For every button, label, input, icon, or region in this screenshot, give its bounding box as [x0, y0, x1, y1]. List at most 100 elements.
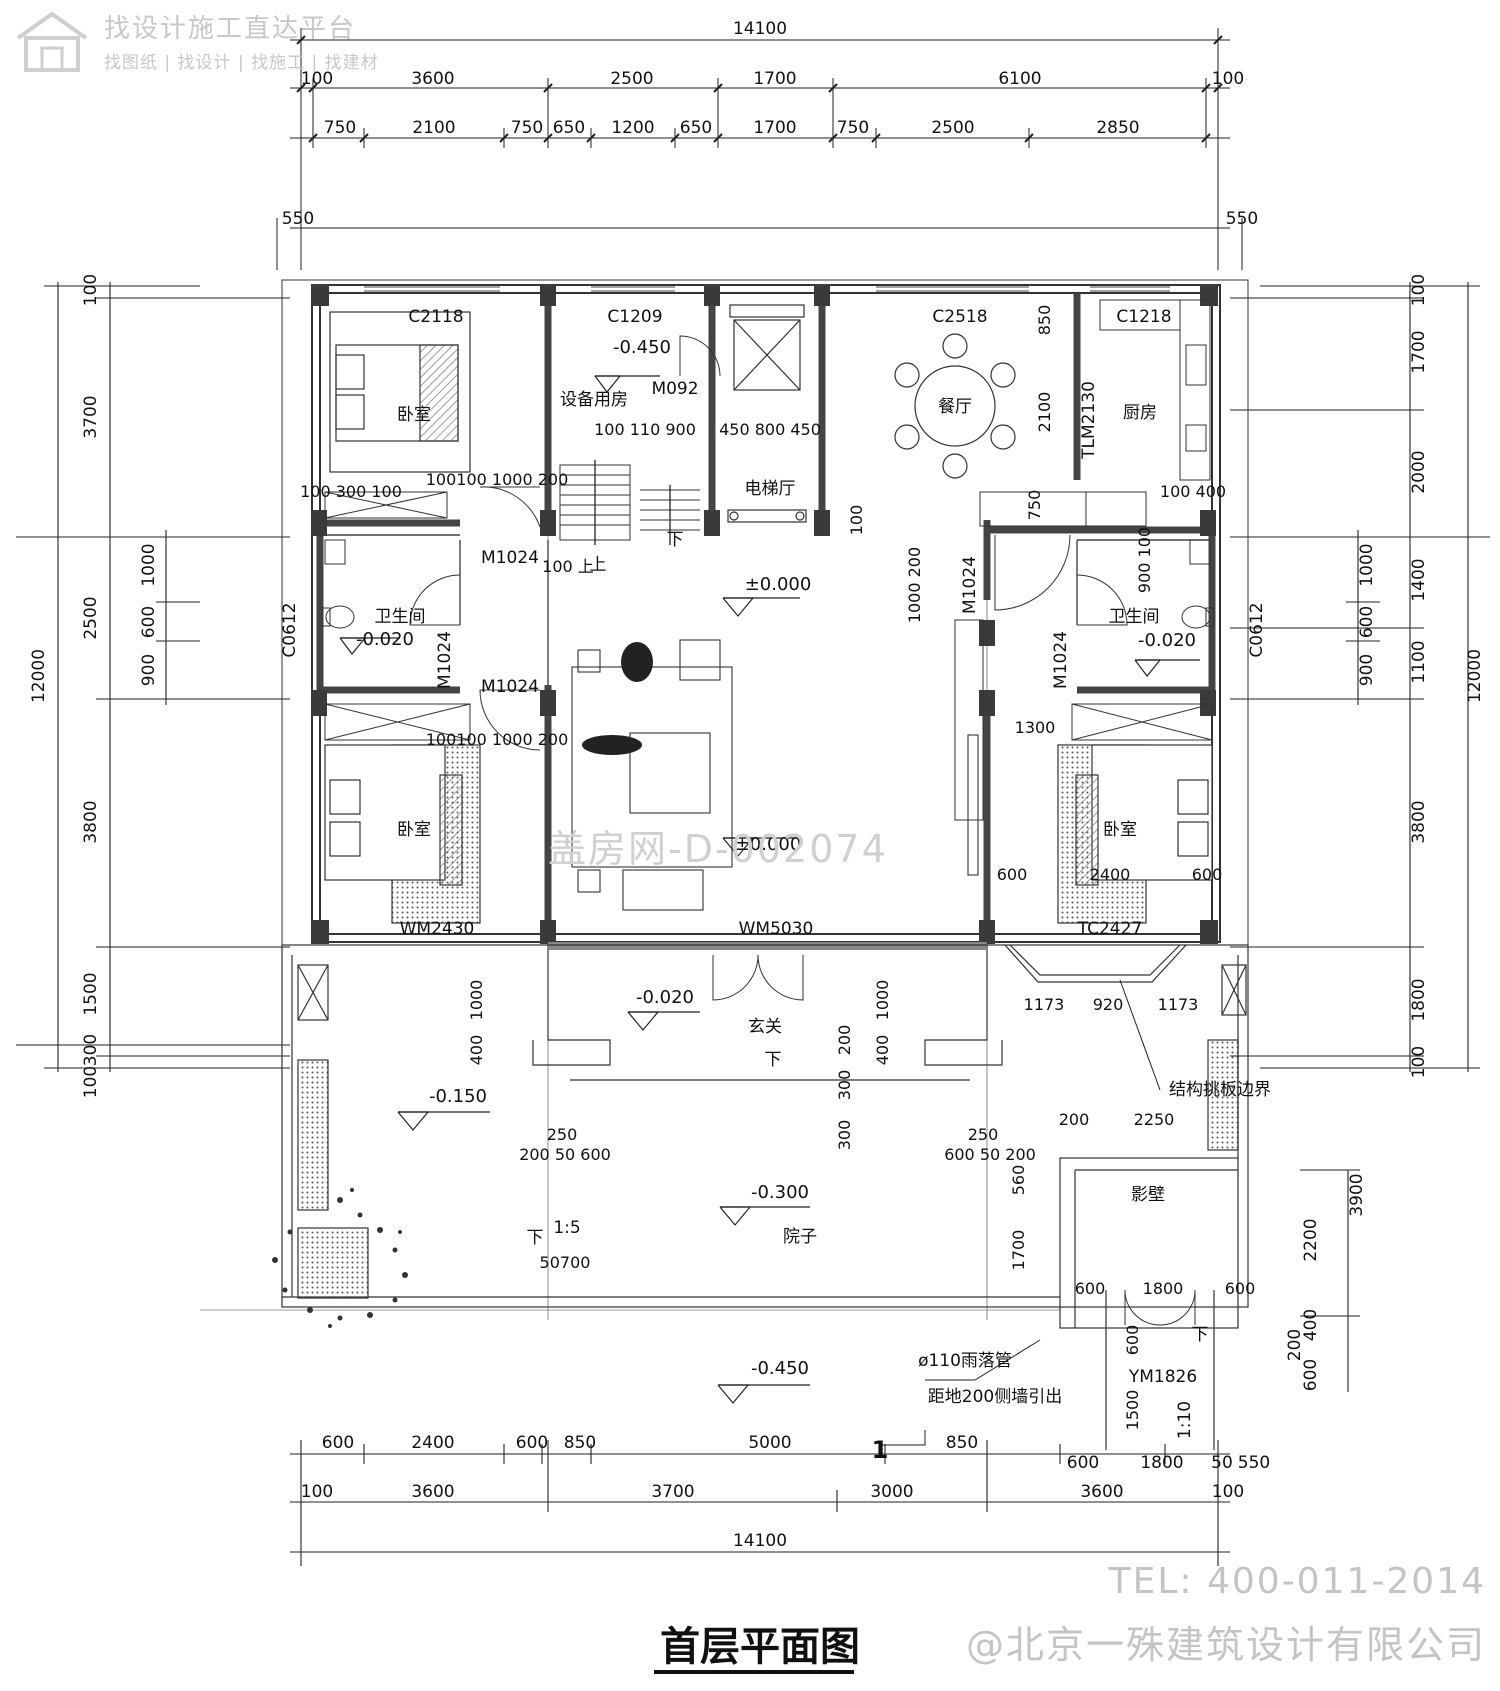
- label-m092: M092: [651, 379, 698, 399]
- dim-left-total: 12000: [29, 649, 49, 703]
- dim-inner-22: 400: [873, 1035, 892, 1066]
- dim-bot-r2-5: 100: [1212, 1482, 1244, 1502]
- bed-se: [1057, 744, 1213, 924]
- column: [979, 620, 995, 646]
- dim-inner-12: 2400: [1090, 865, 1131, 884]
- watermark-sub: 找图纸 | 找设计 | 找施工 | 找建材: [104, 53, 379, 73]
- level-markers: [339, 375, 1200, 1404]
- dim-inner-4: 450 800 450: [719, 420, 821, 439]
- dim-right-b-3: 200: [1285, 1329, 1305, 1361]
- toilets: [321, 539, 1215, 629]
- porch: [532, 942, 1187, 1081]
- dim-bot-total: 14100: [733, 1531, 787, 1551]
- dim-top-r2-8: 2500: [931, 118, 974, 138]
- dim-inner-30: 560: [1009, 1165, 1028, 1196]
- left-dim-texts: 12000 100 3700 2500 3800 1500 300 100 10…: [29, 274, 159, 1098]
- dim-left-r1-3: 3800: [81, 800, 101, 843]
- label-c2118: C2118: [408, 307, 463, 327]
- column: [704, 284, 720, 306]
- dim-top-r1-4: 6100: [998, 69, 1041, 89]
- dim-top-r2-6: 1700: [753, 118, 796, 138]
- dim-top-total: 14100: [733, 19, 787, 39]
- label-c2518: C2518: [932, 307, 987, 327]
- dim-right-r1-2: 2000: [1409, 450, 1429, 493]
- dining-table: [894, 333, 1016, 479]
- dim-right-r1-5: 3800: [1409, 800, 1429, 843]
- opening-labels: C2118 C1209 C2518 C1218 M092 TLM2130 M10…: [280, 307, 1267, 1387]
- room-elevator-hall: 电梯厅: [745, 479, 796, 499]
- dim-top-r1-0: 100: [301, 69, 333, 89]
- dim-top-r2-3: 650: [553, 118, 585, 138]
- house-logo-icon: [16, 11, 88, 72]
- bed-nw: [329, 311, 471, 473]
- room-kitchen: 厨房: [1123, 403, 1157, 423]
- dim-inner-11: 600: [997, 865, 1028, 884]
- room-bed-se: 卧室: [1103, 820, 1137, 840]
- dim-bot-r2-4: 3600: [1080, 1482, 1123, 1502]
- dim-bot-r1-1: 2400: [411, 1433, 454, 1453]
- dim-inner-7: 100 上: [542, 557, 594, 576]
- dim-right-b-1: 2200: [1301, 1218, 1321, 1261]
- note-gate-down: 下: [1192, 1325, 1209, 1345]
- column: [540, 690, 556, 716]
- dim-inner-21: 1000: [873, 980, 892, 1021]
- label-c0612-e: C0612: [1247, 602, 1267, 657]
- watermark-brand: 找设计施工直达平台: [104, 14, 357, 44]
- top-windows: [364, 286, 1170, 292]
- label-c1209: C1209: [607, 307, 662, 327]
- dim-left-r1-0: 100: [81, 274, 101, 306]
- dim-inner-28: 250: [968, 1125, 999, 1144]
- dim-bot-r1-7: 1800: [1140, 1453, 1183, 1473]
- dim-right-b-0: 3900: [1347, 1173, 1367, 1216]
- dim-top-550-right: 550: [1226, 209, 1258, 229]
- dim-top-r1-1: 3600: [411, 69, 454, 89]
- level-foyer: -0.020: [636, 987, 694, 1008]
- footer-company: @北京一殊建筑设计有限公司: [965, 1623, 1486, 1667]
- dim-inner-37: 50700: [540, 1253, 591, 1272]
- dim-inner-6: 100100 1000 200: [426, 730, 569, 749]
- dim-right-r1-7: 100: [1409, 1046, 1429, 1078]
- kitchen-counter: [1099, 299, 1211, 481]
- column: [979, 920, 995, 944]
- column: [540, 920, 556, 944]
- level-yard: -0.300: [751, 1182, 809, 1203]
- dim-left-r1-2: 2500: [81, 596, 101, 639]
- dim-bot-r1-3: 850: [564, 1433, 596, 1453]
- dim-bot-r1-8: 50: [1211, 1453, 1233, 1473]
- dim-inner-15: 920: [1093, 995, 1124, 1014]
- column: [814, 510, 830, 536]
- column: [1200, 690, 1216, 716]
- dim-left-r2-1: 600: [139, 606, 159, 638]
- note-drain-pipe-2: 距地200侧墙引出: [928, 1387, 1062, 1407]
- dim-inner-18: 2250: [1134, 1110, 1175, 1129]
- dim-inner-9: 2100: [1035, 392, 1054, 433]
- dim-left-r2-2: 900: [139, 654, 159, 686]
- dim-inner-29: 600 50 200: [944, 1145, 1036, 1164]
- footer-tel: TEL: 400-011-2014: [1108, 1561, 1486, 1602]
- dim-inner-16: 1173: [1158, 995, 1199, 1014]
- dim-right-r2-0: 1000: [1357, 543, 1377, 586]
- dim-inner-5: 100 400: [1160, 482, 1226, 501]
- room-bath-e: 卫生间: [1109, 607, 1160, 627]
- dim-right-r1-4: 1100: [1409, 640, 1429, 683]
- level-living: ±0.000: [735, 834, 802, 855]
- bed-sw: [324, 744, 481, 924]
- dim-inner-33: 1800: [1143, 1279, 1184, 1298]
- label-wm2430: WM2430: [400, 919, 475, 939]
- watermark-code: 盖房网-D-002074: [548, 827, 888, 871]
- dim-top-r2-5: 650: [680, 118, 712, 138]
- person-figures: [582, 642, 653, 755]
- dim-right-r2-1: 600: [1357, 606, 1377, 638]
- room-bath-w: 卫生间: [375, 607, 426, 627]
- dim-inner-10: 1300: [1015, 718, 1056, 737]
- level-front-left: -0.150: [429, 1086, 487, 1107]
- dim-left-r2-0: 1000: [139, 543, 159, 586]
- closets: [324, 491, 1213, 821]
- interior-walls: [316, 293, 1216, 940]
- column: [311, 920, 329, 944]
- dim-right-r1-1: 1700: [1409, 330, 1429, 373]
- dim-inner-19: 1000: [467, 980, 486, 1021]
- label-m1024-a: M1024: [481, 548, 539, 568]
- dim-left-r1-1: 3700: [81, 395, 101, 438]
